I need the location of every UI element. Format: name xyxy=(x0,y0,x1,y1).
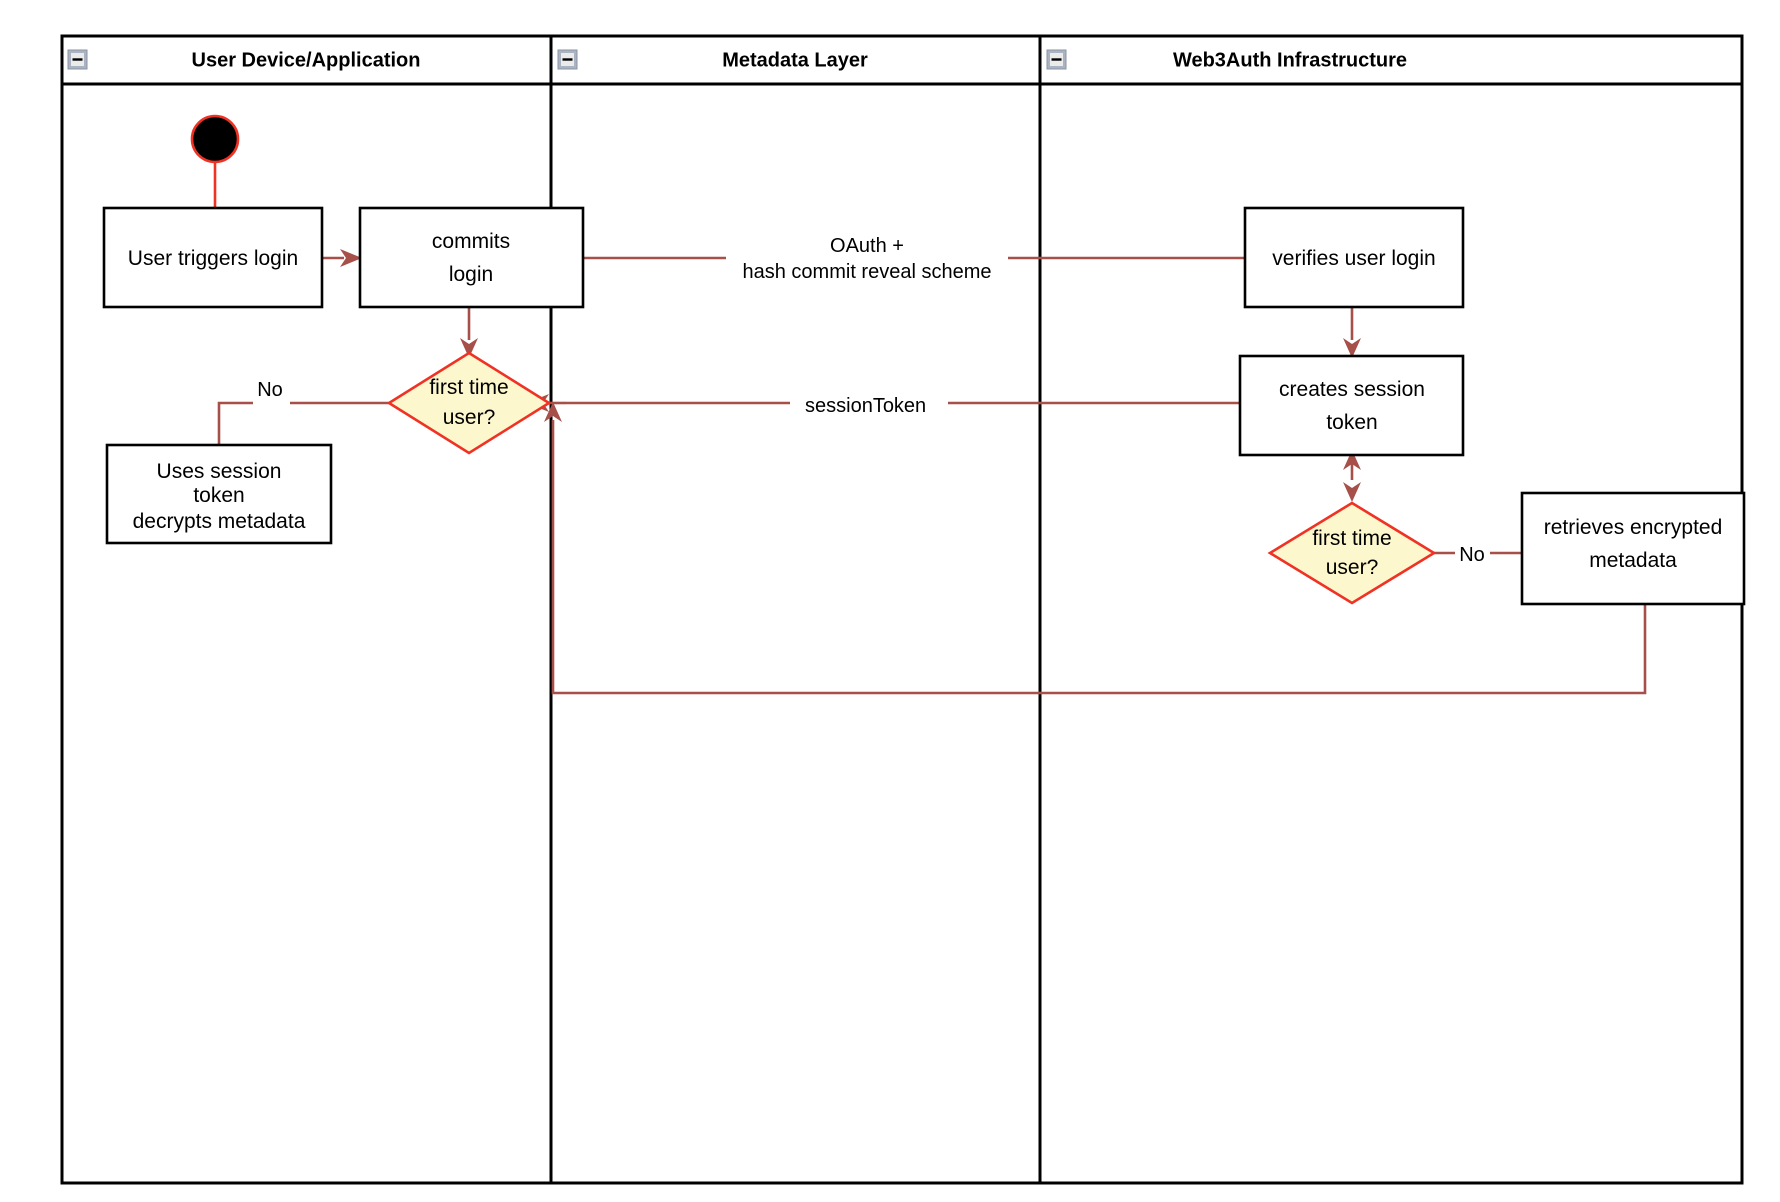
action-label-creates-session-token-line1: creates session xyxy=(1279,378,1425,401)
edge-label-oauth-line2: hash commit reveal scheme xyxy=(743,261,992,283)
decision-label-client-line2: user? xyxy=(443,406,496,429)
edge-creates-session-token-to-first-time-user-server xyxy=(1343,450,1361,502)
action-label-commits-login-line1: commits xyxy=(432,230,510,253)
collapse-minus-icon-lane-2[interactable] xyxy=(557,49,578,70)
action-label-retrieves-encrypted-metadata-line2: metadata xyxy=(1589,549,1677,572)
edge-commits-login-to-verifies-user-login: OAuth + hash commit reveal scheme xyxy=(583,235,1245,283)
decision-node-first-time-user-server[interactable]: first time user? xyxy=(1267,501,1437,605)
edge-label-no-server: No xyxy=(1459,544,1485,566)
action-node-user-triggers-login[interactable]: User triggers login xyxy=(102,206,324,309)
edge-user-triggers-login-to-commits-login xyxy=(322,249,362,267)
decision-node-first-time-user-client[interactable]: first time user? xyxy=(386,351,552,455)
action-label-uses-session-token-line3: decrypts metadata xyxy=(133,510,306,533)
lane-title-user-device: User Device/Application xyxy=(192,49,421,71)
edge-first-time-user-client-no-to-uses-session-token: No xyxy=(217,379,389,445)
initial-node-start[interactable] xyxy=(190,114,240,164)
action-label-verifies-user-login: verifies user login xyxy=(1272,247,1435,270)
lane-title-web3auth: Web3Auth Infrastructure xyxy=(1173,49,1407,71)
lane-title-metadata-layer: Metadata Layer xyxy=(722,49,868,71)
edge-label-no-client: No xyxy=(257,379,283,401)
collapse-minus-icon-lane-1[interactable] xyxy=(67,49,88,70)
action-label-commits-login-line2: login xyxy=(449,263,493,286)
decision-label-server-line2: user? xyxy=(1326,556,1379,579)
decision-label-server-line1: first time xyxy=(1312,527,1391,550)
action-label-creates-session-token-line2: token xyxy=(1326,411,1377,434)
lane-header-web3auth: Web3Auth Infrastructure xyxy=(1046,49,1407,71)
action-node-verifies-user-login[interactable]: verifies user login xyxy=(1243,206,1465,309)
edge-verifies-user-login-to-creates-session-token xyxy=(1343,307,1361,358)
action-node-retrieves-encrypted-metadata[interactable]: retrieves encrypted metadata xyxy=(1520,491,1746,606)
action-label-uses-session-token-line2: token xyxy=(193,484,244,507)
decision-label-client-line1: first time xyxy=(429,376,508,399)
edge-label-session-token: sessionToken xyxy=(805,395,926,417)
action-label-user-triggers-login: User triggers login xyxy=(128,247,298,270)
lane-header-metadata-layer: Metadata Layer xyxy=(557,49,868,71)
action-node-commits-login[interactable]: commits login xyxy=(358,206,585,309)
collapse-minus-icon-lane-3[interactable] xyxy=(1046,49,1067,70)
edge-retrieves-encrypted-metadata-to-first-time-user-client xyxy=(544,402,1647,695)
action-node-uses-session-token[interactable]: Uses session token decrypts metadata xyxy=(105,443,333,545)
edge-first-time-user-server-no-to-retrieves-encrypted-metadata: No xyxy=(1434,544,1522,566)
edge-label-oauth-line1: OAuth + xyxy=(830,235,904,257)
action-label-retrieves-encrypted-metadata-line1: retrieves encrypted xyxy=(1544,516,1723,539)
action-label-uses-session-token-line1: Uses session xyxy=(157,460,282,483)
action-node-creates-session-token[interactable]: creates session token xyxy=(1238,354,1465,457)
edge-commits-login-to-first-time-user-client xyxy=(460,307,478,358)
lane-header-user-device: User Device/Application xyxy=(67,49,421,71)
